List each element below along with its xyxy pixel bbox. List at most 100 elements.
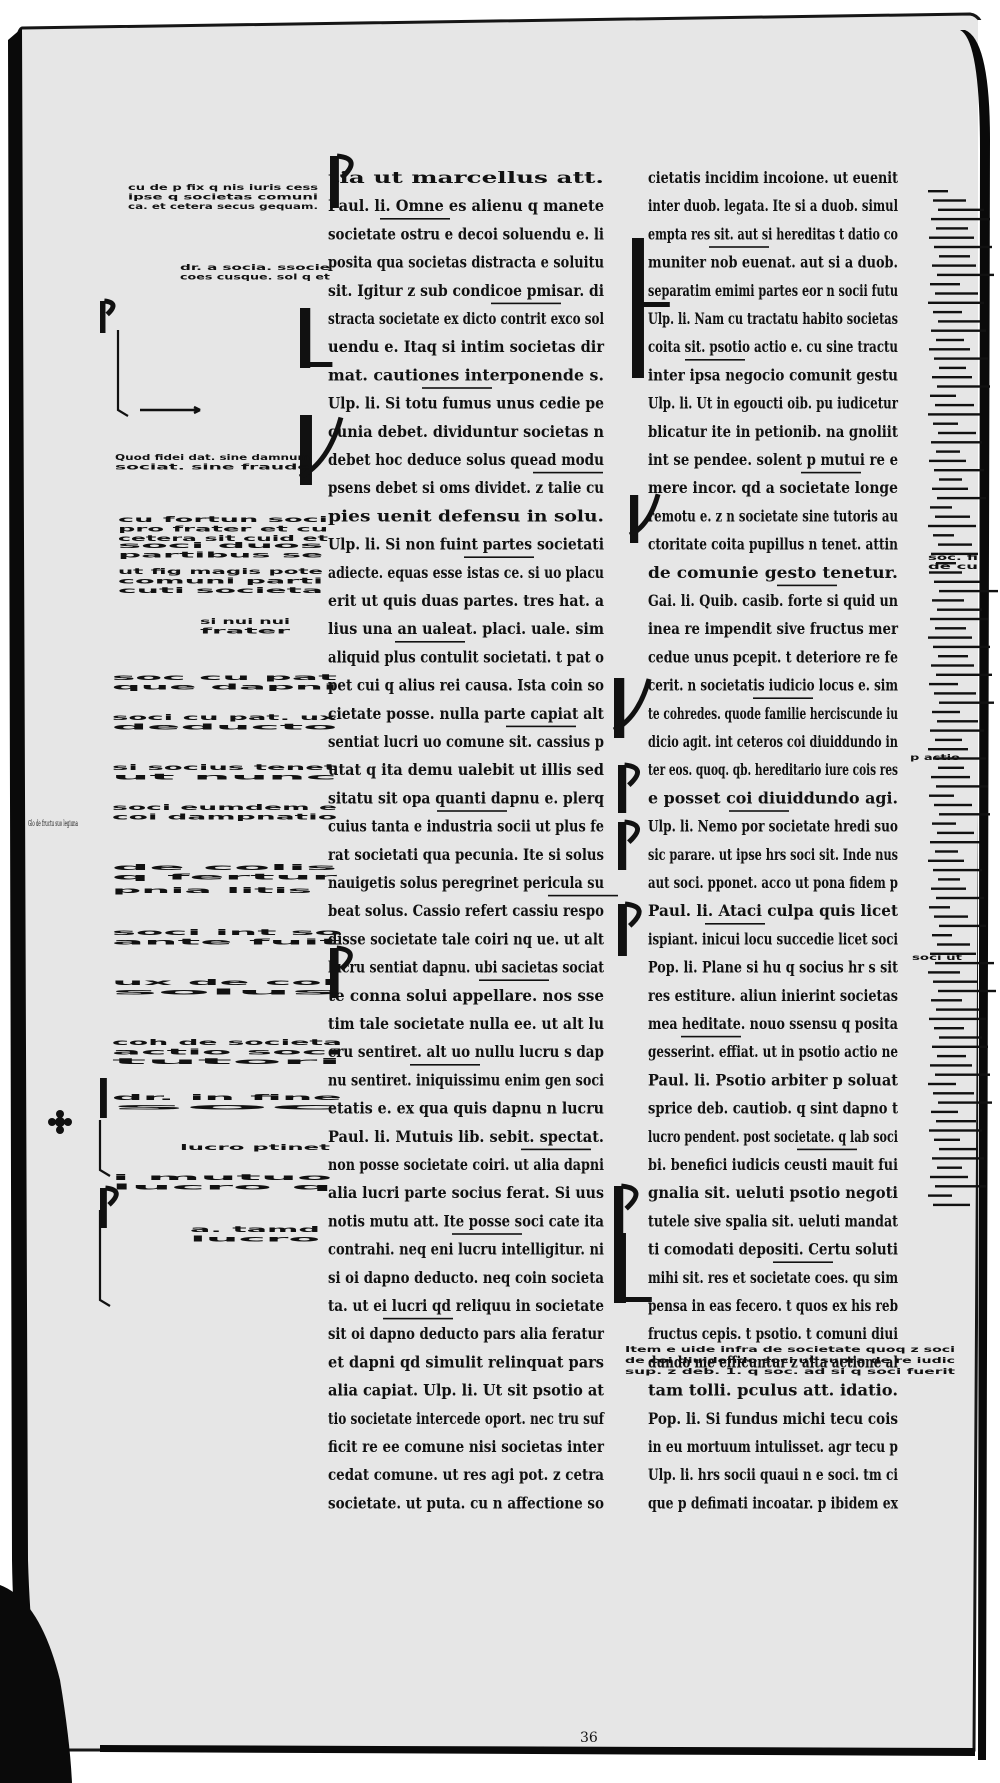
initial-bowl bbox=[336, 153, 354, 180]
right-gloss-stroke bbox=[936, 1120, 976, 1123]
manuscript-line: ti comodati depositi. Certu soluti bbox=[648, 1240, 898, 1259]
right-gloss-stroke bbox=[938, 208, 984, 211]
gloss-line: soci eumdem e bbox=[112, 803, 339, 812]
right-gloss-stroke bbox=[930, 729, 984, 732]
right-gloss-stroke bbox=[934, 692, 976, 695]
right-gloss-stroke bbox=[934, 1027, 964, 1030]
gloss-line: sociat. sine fraude bbox=[115, 463, 311, 472]
manuscript-line: Paul. li. Ataci culpa quis licet bbox=[648, 901, 899, 920]
manuscript-line: psens debet si oms dividet. z talie cu bbox=[328, 478, 604, 497]
right-gloss-stroke bbox=[935, 850, 958, 853]
manuscript-line: mat. cautiones interponende s. bbox=[328, 365, 604, 384]
interlinear-gloss bbox=[681, 1035, 741, 1038]
gloss-line: soci cu pat. ux bbox=[112, 713, 340, 722]
gloss-line: coi dampnatio bbox=[112, 813, 339, 822]
right-gloss-stroke bbox=[929, 459, 966, 463]
right-gloss-stroke bbox=[936, 450, 960, 453]
manuscript-line: cuius tanta e industria socii ut plus fe bbox=[328, 817, 604, 836]
right-gloss-stroke bbox=[939, 478, 962, 481]
manuscript-line: coita sit. psotio actio e. cu sine tract… bbox=[648, 337, 898, 356]
manuscript-line: Ulp. li. Nemo por societate hredi suo bbox=[648, 817, 898, 836]
initial-stem bbox=[300, 308, 311, 368]
right-gloss-stroke bbox=[938, 655, 968, 658]
right-gloss-stroke bbox=[933, 868, 982, 872]
interlinear-gloss bbox=[506, 725, 576, 728]
interlinear-gloss bbox=[422, 387, 492, 389]
interlinear-gloss bbox=[383, 1317, 453, 1320]
right-gloss-stroke bbox=[939, 924, 986, 928]
right-gloss-stroke bbox=[933, 980, 978, 983]
gloss-line: ut fig magis pote bbox=[118, 567, 325, 576]
manuscript-line: cerit. n societatis iudicio locus e. sim bbox=[648, 676, 898, 695]
gloss-bracket bbox=[98, 1210, 111, 1307]
manuscript-line: aliquid plus contulit societati. t pat o bbox=[328, 647, 604, 666]
right-gloss-stroke bbox=[931, 664, 974, 667]
right-gloss-stroke bbox=[934, 580, 980, 583]
manuscript-line: tutele sive spalia sit. ueluti mandat bbox=[648, 1211, 899, 1230]
right-gloss-stroke bbox=[928, 971, 960, 974]
right-gloss-stroke bbox=[933, 645, 990, 649]
manuscript-line: e posset coi diuiddundo agi. bbox=[648, 788, 898, 807]
manuscript-line: Ulp. li. Si totu fumus unus cedie pe bbox=[328, 394, 604, 413]
manuscript-line: alia capiat. Ulp. li. Ut sit psotio at bbox=[328, 1381, 605, 1400]
gloss-line: si socius tenet bbox=[112, 763, 338, 772]
right-gloss-stroke bbox=[934, 357, 988, 360]
gloss-line: frater bbox=[200, 627, 290, 636]
gloss-line: q fertur bbox=[112, 873, 337, 882]
initial-stem bbox=[614, 1186, 624, 1240]
initial-stem bbox=[632, 308, 644, 378]
right-gloss-stroke bbox=[937, 273, 994, 277]
manuscript-line: cietatis incidim incoione. ut euenit bbox=[648, 168, 899, 187]
manuscript-line: que p defimati incoatar. p ibidem ex bbox=[648, 1493, 899, 1512]
right-gloss-stroke bbox=[930, 952, 976, 955]
gloss-line: comuni parti bbox=[118, 577, 324, 586]
manuscript-line: si oi dapno deducto. neq coin societa bbox=[328, 1268, 604, 1287]
initial-stem bbox=[100, 1188, 107, 1228]
right-gloss-stroke bbox=[932, 1157, 984, 1160]
right-gloss-stroke bbox=[934, 803, 972, 807]
right-gloss-line: p actio bbox=[910, 753, 960, 762]
right-gloss-stroke bbox=[937, 831, 974, 835]
footer-gloss-line: sup. z deb. 1. q soc. ad si q soci fueri… bbox=[625, 1367, 955, 1376]
gloss-line: ut nunc bbox=[112, 773, 339, 782]
gloss-line: ante fuit bbox=[112, 938, 343, 947]
gloss-line: lucro bbox=[190, 1235, 323, 1244]
right-gloss-stroke bbox=[936, 1008, 980, 1011]
gloss-line: pro frater et cu bbox=[118, 525, 329, 534]
gloss-line: dr. a socia. ssocie bbox=[180, 263, 331, 272]
manuscript-line: tim tale societate nulla ee. ut alt lu bbox=[328, 1014, 604, 1033]
initial-bowl bbox=[620, 1183, 639, 1211]
gloss-line: dr. in fine bbox=[112, 1093, 345, 1102]
gloss-line: soc cu pat bbox=[112, 673, 338, 682]
right-gloss-stroke bbox=[929, 1017, 986, 1021]
right-gloss-line: soci ut bbox=[912, 953, 963, 962]
manuscript-line: alia lucri parte socius ferat. Si uus bbox=[328, 1183, 604, 1202]
manuscript-line: bi. benefici iudicis ceusti mauit fui bbox=[648, 1155, 898, 1174]
manuscript-line: Pop. li. Si fundus michi tecu cois bbox=[648, 1409, 898, 1428]
right-gloss-stroke bbox=[939, 1147, 978, 1151]
right-gloss-stroke bbox=[930, 1064, 972, 1067]
interlinear-gloss bbox=[479, 979, 549, 981]
manuscript-line: Ulp. li. hrs socii quaui n e soci. tm ci bbox=[648, 1465, 898, 1484]
interlinear-gloss bbox=[705, 923, 765, 925]
right-gloss-stroke bbox=[928, 859, 964, 862]
initial-stem bbox=[618, 765, 627, 813]
page-edge-right bbox=[960, 30, 990, 1760]
interlinear-gloss bbox=[452, 1233, 522, 1235]
gloss-line: partibus se bbox=[118, 551, 325, 560]
pointer-hand-icon bbox=[140, 405, 201, 415]
right-gloss-stroke bbox=[938, 989, 996, 993]
right-gloss-stroke bbox=[933, 1203, 970, 1207]
gloss-line: lucro q bbox=[112, 1183, 334, 1192]
right-gloss-stroke bbox=[937, 1166, 962, 1169]
gloss-line: ca. et cetera secus gequam. bbox=[128, 202, 318, 211]
right-gloss-stroke bbox=[934, 245, 992, 249]
manuscript-line: te conna solui appellare. nos sse bbox=[328, 986, 604, 1005]
interlinear-gloss bbox=[533, 471, 603, 474]
gloss-line: de colis bbox=[112, 863, 339, 872]
right-gloss-stroke bbox=[930, 841, 980, 844]
margin-brackets bbox=[98, 330, 201, 1307]
manuscript-line: cru sentiret. alt uo nullu lucru s dap bbox=[328, 1042, 604, 1061]
right-gloss-stroke bbox=[930, 283, 960, 286]
right-gloss-stroke bbox=[933, 199, 966, 202]
